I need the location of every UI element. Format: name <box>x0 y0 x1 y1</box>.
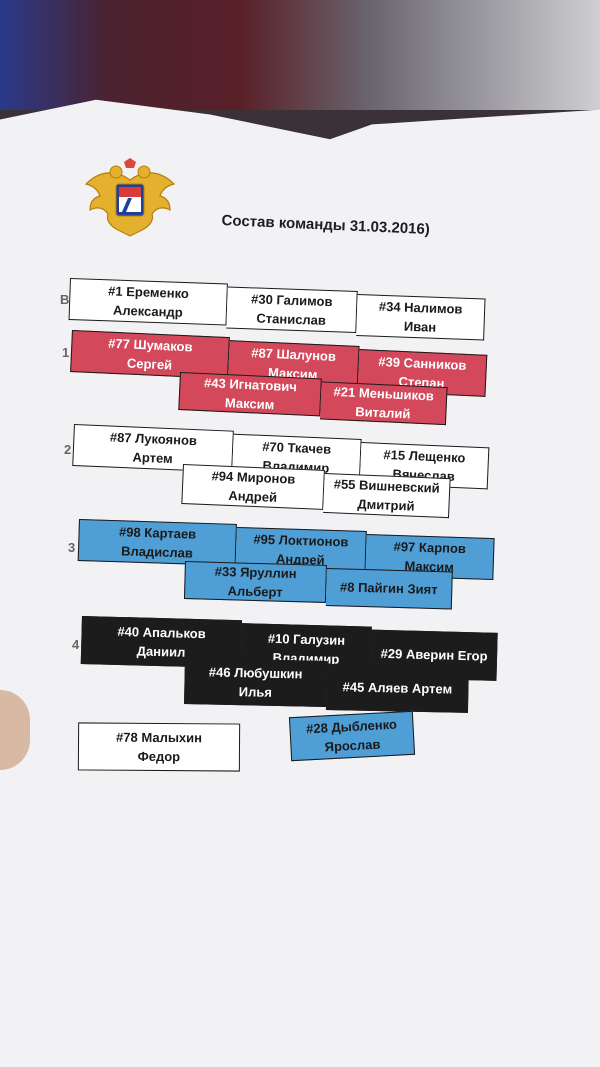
row-label: 4 <box>72 637 80 652</box>
player-cell: #43 Игнатович Максим <box>178 372 322 417</box>
background <box>0 0 600 110</box>
row-label: 1 <box>62 345 70 360</box>
player-cell: #55 Вишневский Дмитрий <box>323 472 451 519</box>
player-cell: #34 Налимов Иван <box>356 294 486 341</box>
goalie-cell: #78 Малыхин Федор <box>77 722 241 772</box>
player-cell: #1 Еременко Александр <box>68 278 228 326</box>
player-cell: #8 Пайгин Зият <box>325 567 453 610</box>
player-cell: #98 Картаев Владислав <box>77 519 237 566</box>
player-cell: #21 Меньшиков Виталий <box>319 381 448 426</box>
player-cell: #46 Любушкин Илья <box>184 658 327 707</box>
player-cell: #33 Яруллин Альберт <box>183 561 327 603</box>
player-cell: #94 Миронов Андрей <box>181 464 325 510</box>
goalie-cell: #28 Дыбленко Ярослав <box>288 710 416 762</box>
row-label: 2 <box>64 442 72 457</box>
double-headed-eagle-emblem-icon <box>84 158 176 237</box>
player-cell: #45 Аляев Артем <box>325 663 469 713</box>
row-label: В <box>60 292 70 307</box>
player-cell: #30 Галимов Станислав <box>226 286 358 334</box>
row-label: 3 <box>68 540 76 555</box>
